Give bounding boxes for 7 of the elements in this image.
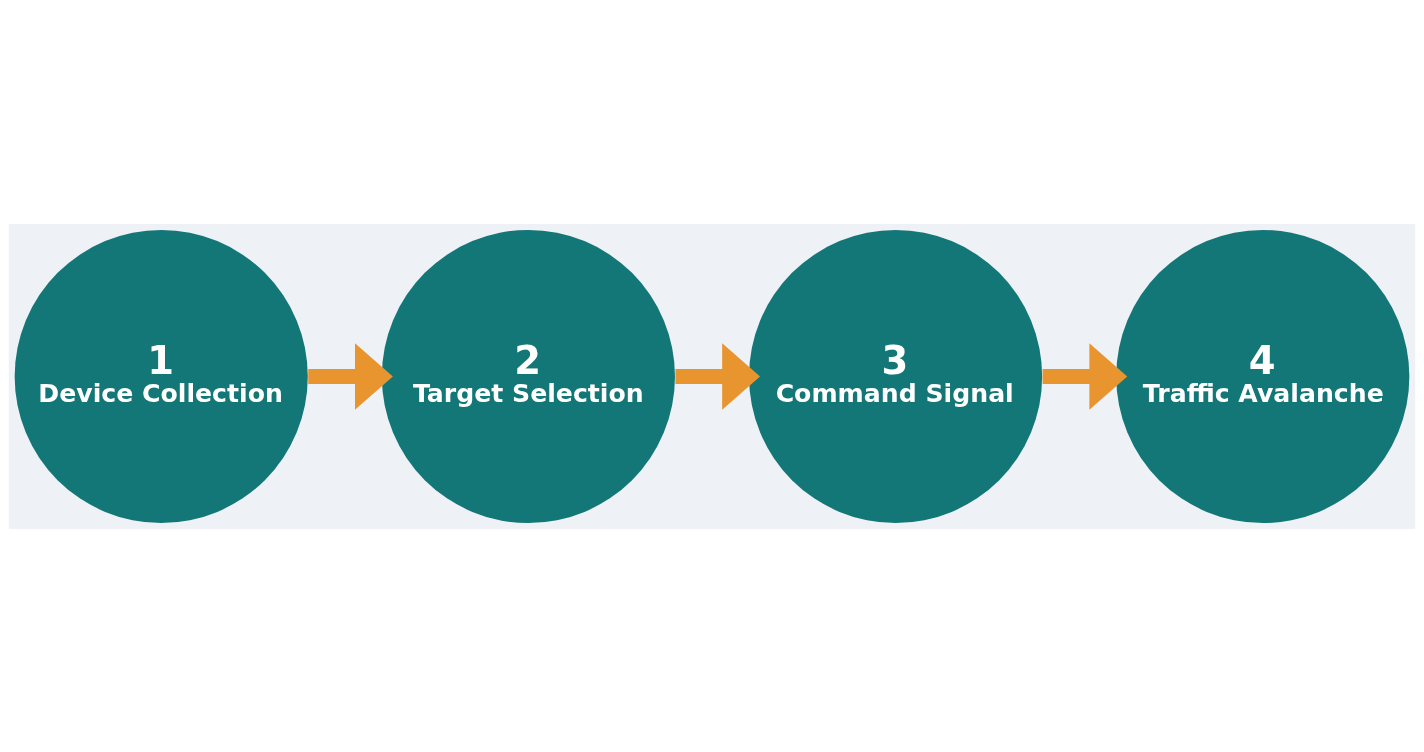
node-circle: 4 Traffic Avalanche <box>1116 229 1410 523</box>
node-circle: 1 Device Collection <box>14 229 308 523</box>
arrow <box>675 342 761 410</box>
arrow <box>1042 342 1128 410</box>
arrow <box>308 342 393 410</box>
node-circle: 2 Target Selection <box>381 229 675 523</box>
node-circle: 3 Command Signal <box>749 229 1043 523</box>
